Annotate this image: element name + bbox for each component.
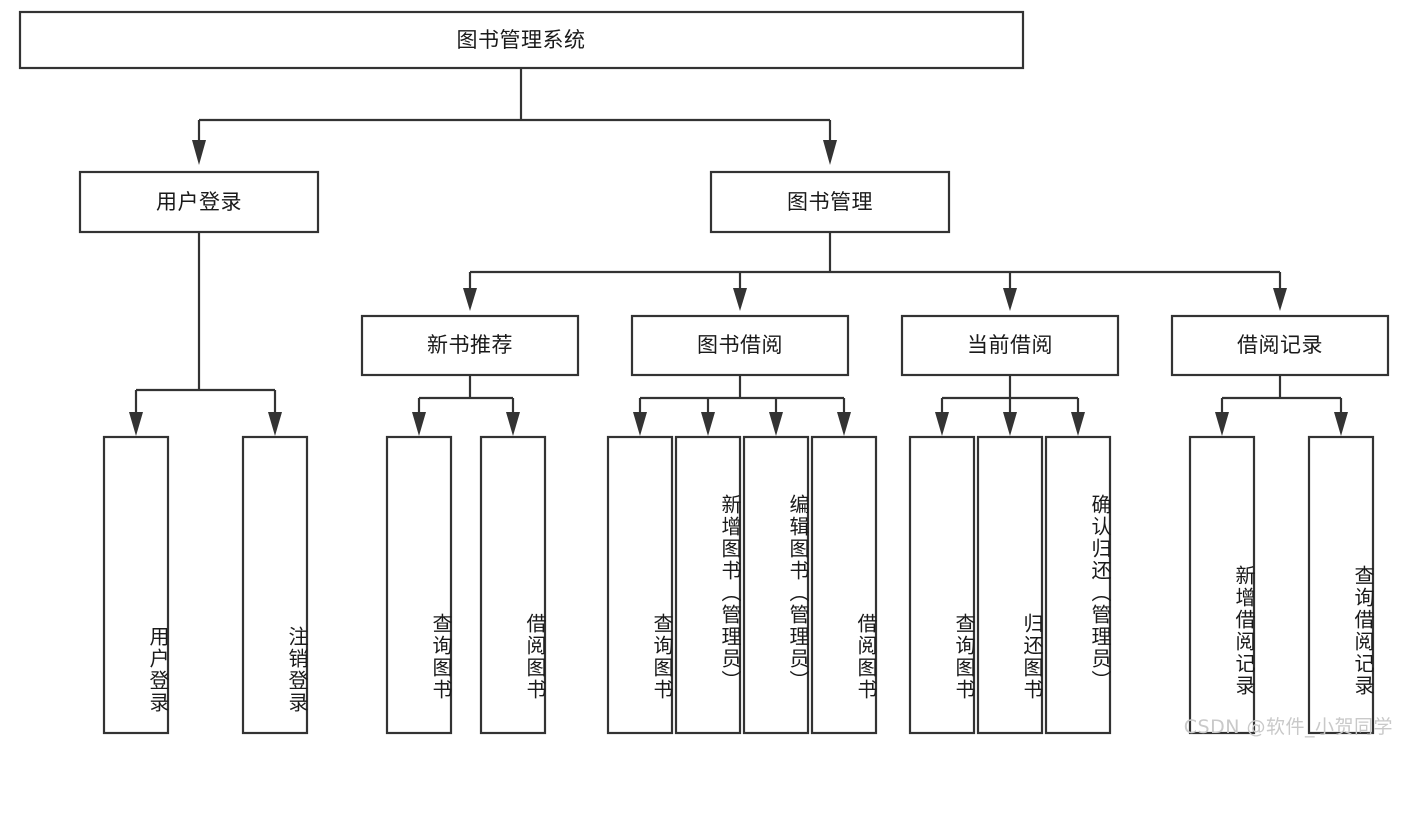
node-user-login-box [78,170,320,234]
node-leaf-confirm-return-box[interactable] [1044,435,1112,735]
node-root-system-box [18,10,1025,70]
arrow-head-leaf-query-borrow-record [1334,412,1348,436]
node-leaf-add-borrow-record-box[interactable] [1188,435,1256,735]
node-current-borrow[interactable]: 当前借阅 [900,314,1120,377]
node-borrow-record-box [1170,314,1390,377]
node-current-borrow-label: 当前借阅 [967,333,1053,357]
arrow-head-book-management [823,140,837,165]
node-leaf-borrow-book-1-box[interactable] [479,435,547,735]
connector-group-root [192,68,837,165]
node-new-book-recommend[interactable]: 新书推荐 [360,314,580,377]
node-book-borrow-box [630,314,850,377]
arrow-head-leaf-logout-login [268,412,282,436]
leaf-boxes-group [102,435,1375,735]
node-user-login-label: 用户登录 [156,190,242,214]
arrow-head-leaf-borrow-book-1 [506,412,520,436]
watermark-text: CSDN @软件_小贺同学 [1183,716,1393,738]
arrow-head-leaf-query-book-2 [633,412,647,436]
arrow-head-book-borrow [733,288,747,311]
arrow-head-leaf-add-book [701,412,715,436]
connector-group-borrow-record [1215,375,1348,436]
node-borrow-record-label: 借阅记录 [1237,333,1323,357]
connector-group-user-login [129,232,282,436]
arrow-head-leaf-add-borrow-record [1215,412,1229,436]
arrow-head-leaf-query-book-1 [412,412,426,436]
node-current-borrow-box [900,314,1120,377]
node-book-borrow[interactable]: 图书借阅 [630,314,850,377]
connector-group-book-borrow [633,375,851,436]
node-root-system[interactable]: 图书管理系统 [18,10,1025,70]
arrow-head-leaf-confirm-return [1071,412,1085,436]
node-leaf-user-login-box[interactable] [102,435,170,735]
node-leaf-edit-book-box[interactable] [742,435,810,735]
node-book-management[interactable]: 图书管理 [709,170,951,234]
arrow-head-leaf-user-login [129,412,143,436]
arrow-head-current-borrow [1003,288,1017,311]
flowchart-svg: 图书管理系统 用户登录 图书管理 新书推荐 图书借阅 当前借阅 借阅记录 [18,10,1390,735]
node-leaf-query-book-1-box[interactable] [385,435,453,735]
node-book-management-label: 图书管理 [787,190,873,214]
arrow-head-leaf-return-book [1003,412,1017,436]
arrow-head-new-book-recommend [463,288,477,311]
arrow-head-leaf-borrow-book-2 [837,412,851,436]
node-borrow-record[interactable]: 借阅记录 [1170,314,1390,377]
node-leaf-query-book-2-box[interactable] [606,435,674,735]
connector-group-new-book-recommend [412,375,520,436]
node-new-book-recommend-label: 新书推荐 [427,333,513,357]
flowchart-canvas: 图书管理系统 用户登录 图书管理 新书推荐 图书借阅 当前借阅 借阅记录 [18,10,1393,738]
connector-group-book-management [463,232,1287,311]
node-leaf-query-book-3-box[interactable] [908,435,976,735]
node-leaf-return-book-box[interactable] [976,435,1044,735]
node-leaf-add-book-box[interactable] [674,435,742,735]
arrow-head-borrow-record [1273,288,1287,311]
node-book-management-box [709,170,951,234]
arrow-head-user-login [192,140,206,165]
arrow-head-leaf-edit-book [769,412,783,436]
node-leaf-borrow-book-2-box[interactable] [810,435,878,735]
node-user-login[interactable]: 用户登录 [78,170,320,234]
connector-group-current-borrow [935,375,1085,436]
arrow-head-leaf-query-book-3 [935,412,949,436]
node-book-borrow-label: 图书借阅 [697,333,783,357]
node-leaf-logout-login-box[interactable] [241,435,309,735]
node-root-system-label: 图书管理系统 [457,28,586,52]
node-leaf-query-borrow-record-box[interactable] [1307,435,1375,735]
node-new-book-recommend-box [360,314,580,377]
